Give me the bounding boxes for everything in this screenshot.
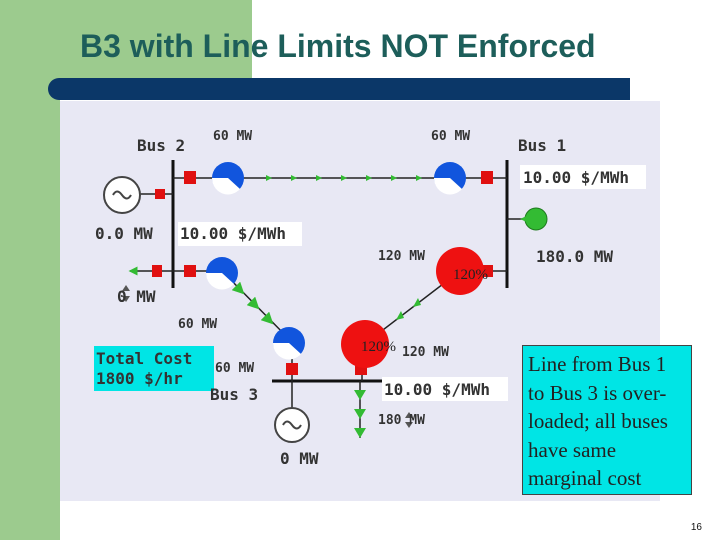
- bus2-load-mw: 0 MW: [117, 287, 156, 306]
- callout-line: marginal cost: [528, 466, 642, 490]
- generator-icon[interactable]: [274, 407, 310, 443]
- breaker[interactable]: [481, 265, 493, 277]
- total-cost-box: [94, 346, 214, 391]
- flow-mw-label: 60 MW: [215, 361, 254, 376]
- bus3-gen-mw: 0 MW: [280, 449, 319, 468]
- title-bar: [48, 78, 630, 100]
- bus1-label: Bus 1: [518, 136, 566, 155]
- bus1-price: 10.00 $/MWh: [523, 168, 629, 187]
- flow-arrow: [391, 175, 397, 181]
- line-bus2-bus3-flow-arrows: [231, 281, 274, 325]
- generator-icon[interactable]: [520, 207, 548, 231]
- flow-arrow: [266, 175, 272, 181]
- flow-arrow: [413, 298, 421, 307]
- loading-pct-label: 120%: [453, 267, 488, 283]
- bus2-gen-mw: 0.0 MW: [95, 224, 153, 243]
- flow-arrow: [396, 311, 404, 320]
- flow-mw-label: 60 MW: [431, 129, 470, 144]
- total-cost-value: 1800 $/hr: [96, 369, 183, 388]
- line-bus2-bus1-flow-arrows: [266, 175, 422, 181]
- pie-line-bus2-bus1-bus1-end: [433, 162, 466, 195]
- flow-arrow: [316, 175, 322, 181]
- callout-line: Line from Bus 1: [528, 352, 667, 376]
- page-number: 16: [690, 522, 702, 533]
- flow-arrow: [366, 175, 372, 181]
- label-box: [520, 165, 646, 189]
- callout-line: loaded; all buses: [528, 409, 668, 433]
- pie-line-bus2-bus3-bus3-end: [272, 327, 305, 360]
- flow-arrow: [291, 175, 297, 181]
- flow-mw-label: 60 MW: [178, 317, 217, 332]
- top-decor-band: [60, 0, 252, 78]
- breaker[interactable]: [152, 265, 162, 277]
- total-cost-label: Total Cost: [96, 349, 192, 368]
- slide-title: B3 with Line Limits NOT Enforced: [80, 28, 596, 64]
- breaker[interactable]: [481, 171, 493, 184]
- generator-icon[interactable]: [103, 176, 141, 214]
- callout-line: to Bus 3 is over-: [528, 380, 667, 405]
- bus3-price: 10.00 $/MWh: [384, 380, 490, 399]
- load-stepper-icon[interactable]: [122, 285, 130, 302]
- flow-arrow: [341, 175, 347, 181]
- pie-line-bus2-bus1-bus2-end: [211, 162, 244, 195]
- load-arrows: [354, 390, 366, 438]
- breaker[interactable]: [184, 171, 196, 184]
- flow-mw-label: 120 MW: [402, 345, 449, 360]
- load-stepper-icon[interactable]: [405, 412, 413, 428]
- label-box: [178, 222, 302, 246]
- flow-mw-label: 60 MW: [213, 129, 252, 144]
- breaker[interactable]: [184, 265, 196, 277]
- pie-line-bus2-bus3-bus2-end: [205, 257, 238, 290]
- breaker[interactable]: [155, 189, 165, 199]
- pie-line-bus1-bus3-bus1-end: [436, 247, 484, 295]
- pie-line-bus1-bus3-bus3-end: [341, 320, 389, 368]
- bus2-price: 10.00 $/MWh: [180, 224, 286, 243]
- flow-arrow: [416, 175, 422, 181]
- bus3-label: Bus 3: [210, 385, 258, 404]
- bus1-gen-mw: 180.0 MW: [536, 247, 613, 266]
- flow-mw-label: 120 MW: [378, 249, 425, 264]
- bus3-load-mw: 180 MW: [378, 413, 425, 428]
- callout-box: Line from Bus 1 to Bus 3 is over- loaded…: [522, 345, 692, 495]
- label-box: [382, 377, 508, 401]
- callout-line: have same: [528, 437, 617, 462]
- line-bus1-bus3-flow-arrows: [396, 298, 421, 320]
- loading-pct-label: 120%: [361, 339, 396, 355]
- breaker[interactable]: [286, 363, 298, 375]
- bus2-label: Bus 2: [137, 136, 185, 155]
